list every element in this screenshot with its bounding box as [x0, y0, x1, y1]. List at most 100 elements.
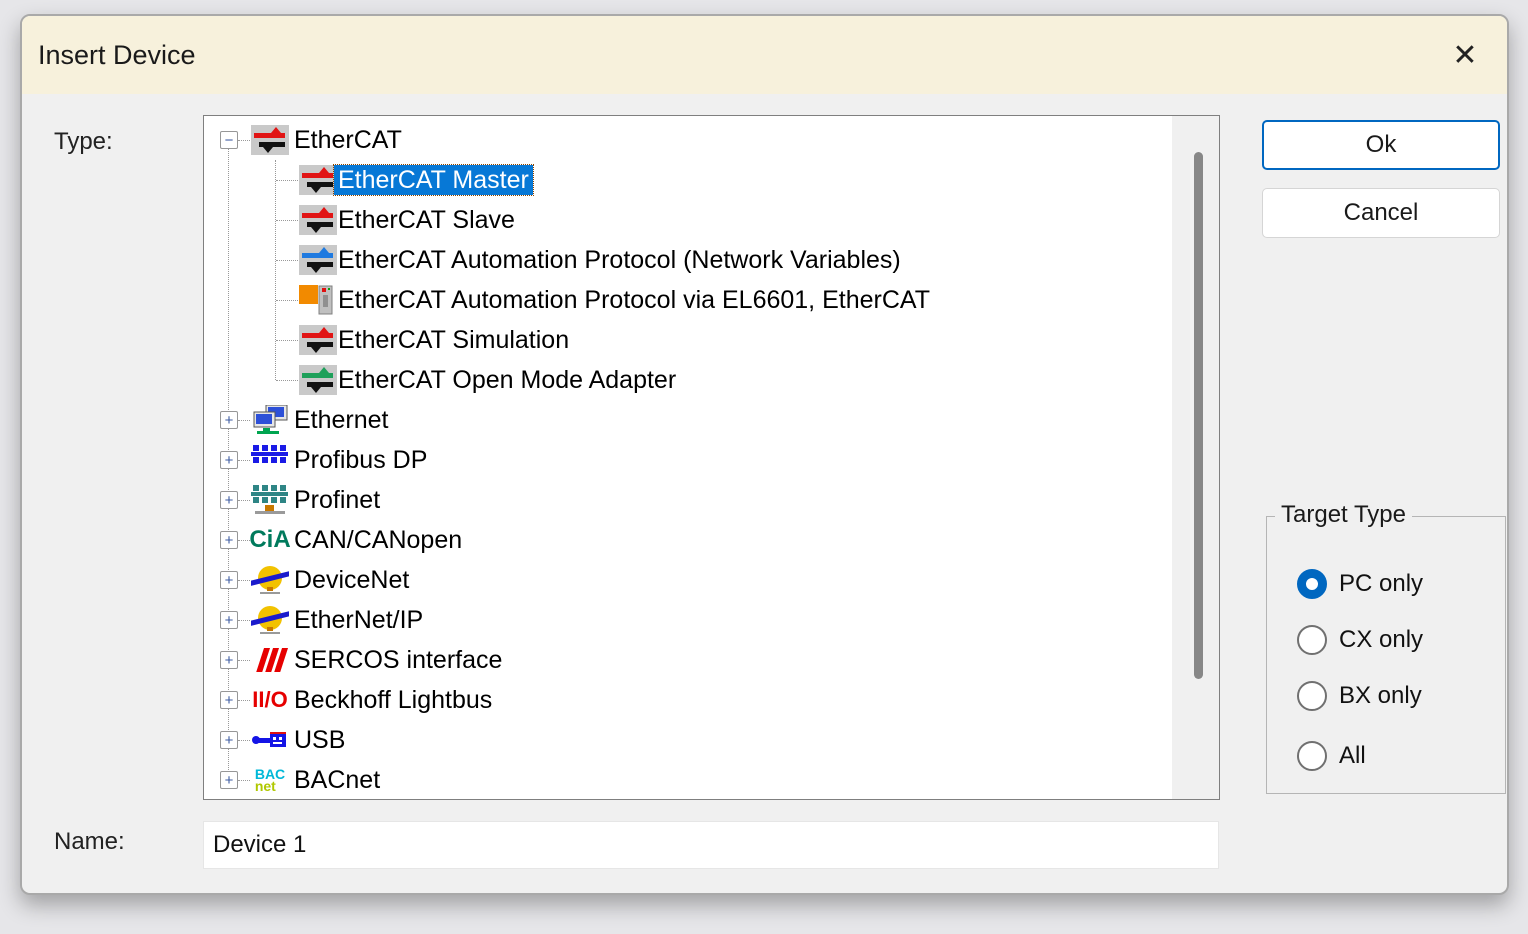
tree-connector-line [276, 380, 298, 381]
tree-item[interactable]: + Profinet [204, 480, 1219, 520]
tree-item-label[interactable]: Beckhoff Lightbus [294, 686, 493, 714]
tree-item[interactable]: + DeviceNet [204, 560, 1219, 600]
ethercat-red-icon [298, 165, 338, 195]
collapse-toggle[interactable]: − [220, 131, 238, 149]
expand-toggle[interactable]: + [220, 571, 238, 589]
tree-item[interactable]: + SERCOS interface [204, 640, 1219, 680]
expand-toggle[interactable]: + [220, 531, 238, 549]
tree-item-label[interactable]: EtherNet/IP [294, 606, 424, 634]
radio-label: CX only [1339, 626, 1424, 653]
dialog-title: Insert Device [38, 39, 196, 70]
ethercat-red-icon [250, 125, 290, 155]
cia-logo-icon: CiA [249, 526, 291, 553]
radio-circle-icon[interactable] [1297, 625, 1327, 655]
expand-toggle[interactable]: + [220, 451, 238, 469]
tree-connector-line [238, 140, 250, 141]
tree-item-label[interactable]: EtherCAT Simulation [338, 326, 570, 354]
tree-item-label[interactable]: USB [294, 726, 346, 754]
tree-item[interactable]: EtherCAT Automation Protocol (Network Va… [204, 240, 1219, 280]
tree-connector-line [275, 160, 276, 380]
tree-item-label[interactable]: EtherCAT Open Mode Adapter [338, 366, 677, 394]
expand-toggle[interactable]: + [220, 411, 238, 429]
profinet-network-icon [250, 485, 290, 515]
expand-toggle[interactable]: + [220, 651, 238, 669]
tree-item-label[interactable]: CAN/CANopen [294, 526, 463, 554]
tree-connector-line [276, 340, 298, 341]
tree-item[interactable]: EtherCAT Slave [204, 200, 1219, 240]
tree-connector-line [238, 460, 250, 461]
cancel-button[interactable]: Cancel [1262, 188, 1500, 238]
tree-item[interactable]: + Ethernet [204, 400, 1219, 440]
ethercat-green-icon [298, 365, 338, 395]
tree-connector-line [238, 700, 250, 701]
expand-toggle[interactable]: + [220, 771, 238, 789]
fieldbus-globe-icon [250, 565, 290, 595]
tree-item-label[interactable]: Ethernet [294, 406, 389, 434]
tree-connector-line [276, 180, 298, 181]
ok-button[interactable]: Ok [1262, 120, 1500, 170]
name-input[interactable] [203, 821, 1219, 869]
tree-scrollbar[interactable] [1172, 116, 1219, 799]
tree-item[interactable]: EtherCAT Open Mode Adapter [204, 360, 1219, 400]
radio-cx-only[interactable]: CX only [1297, 623, 1423, 657]
tree-item[interactable]: + USB [204, 720, 1219, 760]
tree-item-label[interactable]: EtherCAT Automation Protocol (Network Va… [338, 246, 901, 274]
tree-item-label[interactable]: EtherCAT [294, 126, 402, 154]
fieldbus-globe-icon [250, 605, 290, 635]
ethercat-blue-icon [298, 245, 338, 275]
tree-connector-line [238, 620, 250, 621]
tree-item[interactable]: EtherCAT Automation Protocol via EL6601,… [204, 280, 1219, 320]
ethercat-red-icon [298, 205, 338, 235]
device-type-tree[interactable]: − EtherCAT EtherCAT Master EtherCAT Slav… [203, 115, 1220, 800]
lightbus-logo-icon: II/O [252, 687, 288, 712]
tree-connector-line [238, 420, 250, 421]
radio-circle-icon[interactable] [1297, 681, 1327, 711]
radio-label: PC only [1339, 570, 1424, 597]
tree-item-label[interactable]: SERCOS interface [294, 646, 503, 674]
expand-toggle[interactable]: + [220, 491, 238, 509]
tree-connector-line [238, 500, 250, 501]
radio-all[interactable]: All [1297, 739, 1366, 773]
tree-item[interactable]: EtherCAT Simulation [204, 320, 1219, 360]
expand-toggle[interactable]: + [220, 731, 238, 749]
tree-connector-line [276, 260, 298, 261]
radio-bx-only[interactable]: BX only [1297, 679, 1422, 713]
tree-item[interactable]: EtherCAT Master [204, 160, 1219, 200]
radio-pc-only[interactable]: PC only [1297, 567, 1423, 601]
insert-device-dialog: Insert Device ✕ Type: − EtherCAT EtherCA… [20, 14, 1509, 895]
radio-label: BX only [1339, 682, 1422, 709]
tree-item-label[interactable]: EtherCAT Master [333, 164, 534, 196]
sercos-bars-icon [250, 645, 290, 675]
name-label: Name: [54, 828, 125, 855]
tree-item-label[interactable]: EtherCAT Automation Protocol via EL6601,… [338, 286, 930, 314]
type-label: Type: [54, 128, 113, 155]
expand-toggle[interactable]: + [220, 611, 238, 629]
tree-connector-line [276, 300, 298, 301]
title-bar: Insert Device [22, 16, 1507, 94]
tree-connector-line [238, 740, 250, 741]
close-button[interactable]: ✕ [1441, 32, 1489, 78]
expand-toggle[interactable]: + [220, 691, 238, 709]
tree-item[interactable]: + EtherNet/IP [204, 600, 1219, 640]
tree-connector-line [238, 780, 250, 781]
tree-item[interactable]: + Profibus DP [204, 440, 1219, 480]
tree-item-label[interactable]: EtherCAT Slave [338, 206, 515, 234]
el6601-terminal-icon [298, 285, 338, 315]
radio-circle-icon[interactable] [1297, 569, 1327, 599]
tree-connector-line [238, 580, 250, 581]
scrollbar-thumb[interactable] [1194, 152, 1203, 679]
tree-item-label[interactable]: BACnet [294, 766, 381, 794]
tree-item-label[interactable]: DeviceNet [294, 566, 410, 594]
tree-item-label[interactable]: Profibus DP [294, 446, 428, 474]
target-type-legend: Target Type [1275, 501, 1412, 529]
profibus-network-icon [250, 445, 290, 475]
tree-item-label[interactable]: Profinet [294, 486, 381, 514]
radio-circle-icon[interactable] [1297, 741, 1327, 771]
usb-plug-icon [250, 725, 290, 755]
tree-item[interactable]: − EtherCAT [204, 120, 1219, 160]
